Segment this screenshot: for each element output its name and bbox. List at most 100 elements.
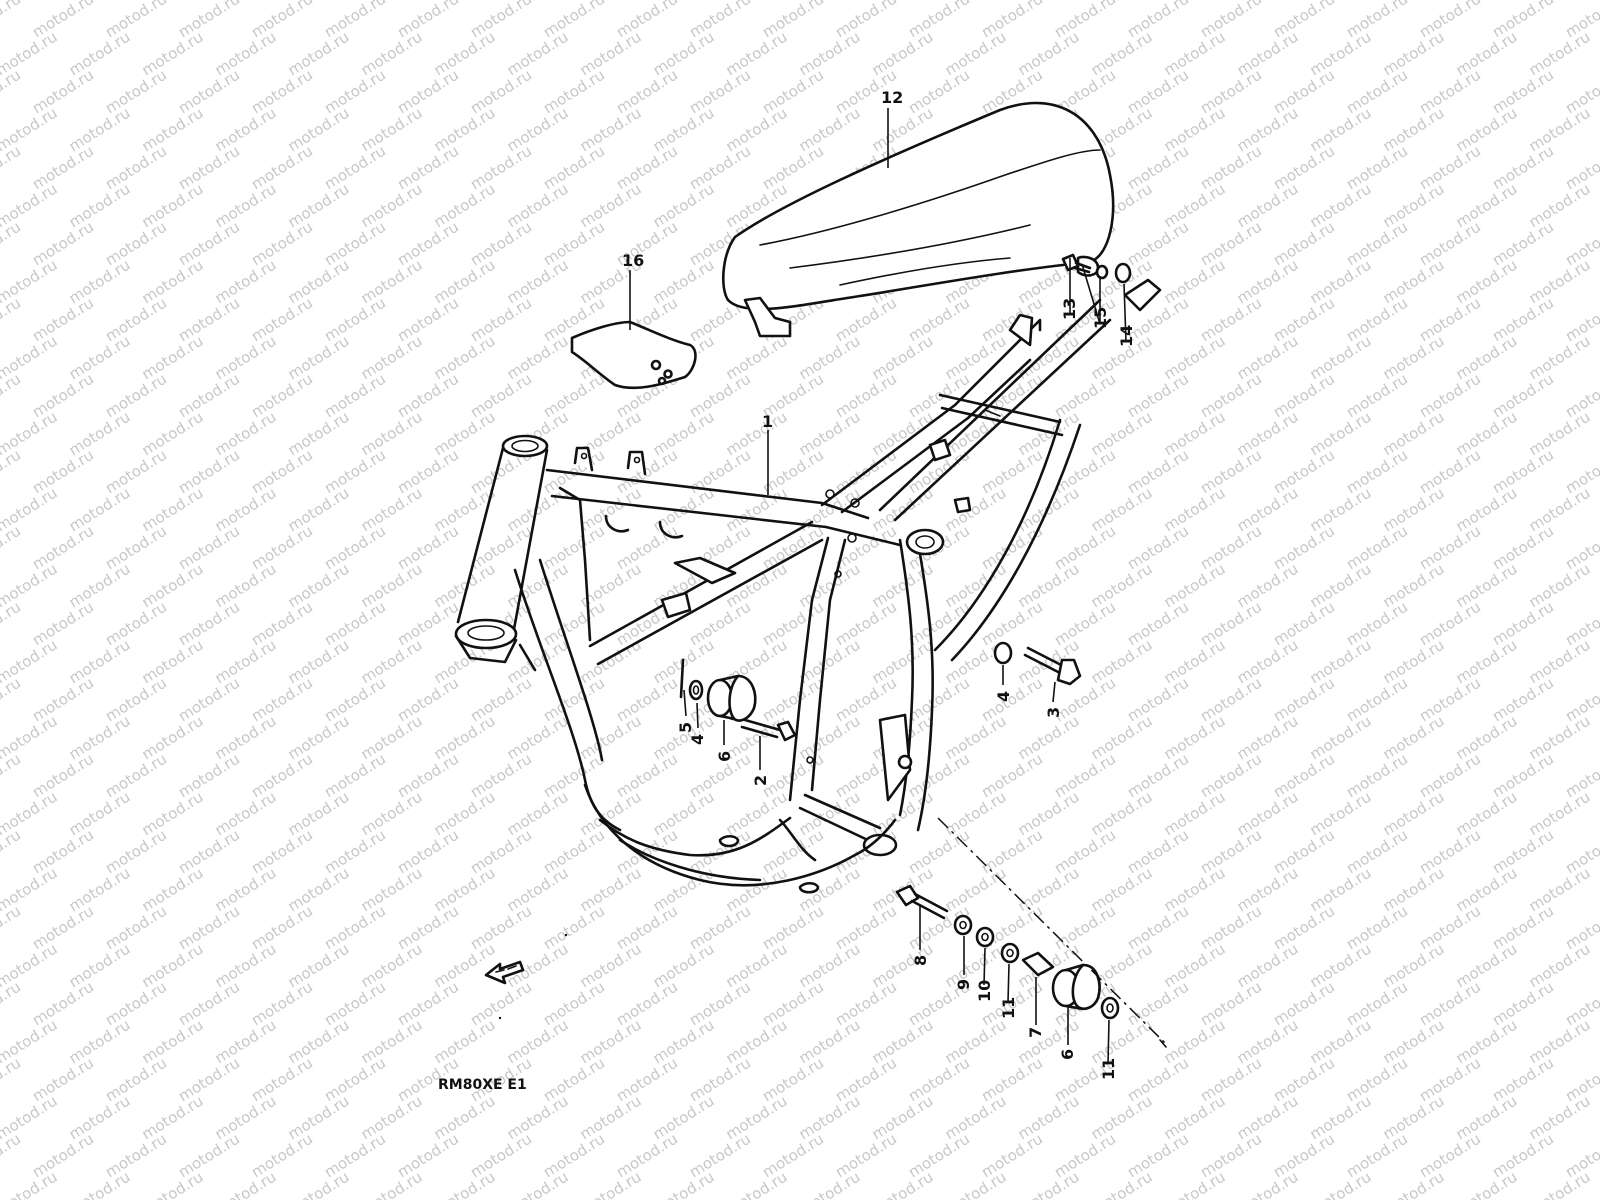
watermark-text: motod.ru [613, 674, 681, 726]
watermark-text: motod.ru [1343, 294, 1411, 346]
watermark-text: motod.ru [1307, 180, 1375, 232]
watermark-text: motod.ru [540, 522, 608, 574]
callout-2: 2 [751, 775, 770, 786]
watermark-text: motod.ru [1270, 750, 1338, 802]
watermark-text: motod.ru [1307, 864, 1375, 916]
watermark-text: motod.ru [1234, 712, 1302, 764]
watermark-text: motod.ru [467, 750, 535, 802]
watermark-text: motod.ru [139, 940, 207, 992]
watermark-text: motod.ru [905, 750, 973, 802]
watermark-text: motod.ru [102, 674, 170, 726]
watermark-text: motod.ru [212, 484, 280, 536]
watermark-text: motod.ru [0, 750, 24, 802]
watermark-text: motod.ru [66, 864, 134, 916]
watermark-text: motod.ru [905, 826, 973, 878]
watermark-text: motod.ru [0, 978, 24, 1030]
watermark-text: motod.ru [942, 1168, 1010, 1200]
watermark-text: motod.ru [978, 1130, 1046, 1182]
watermark-text: motod.ru [686, 598, 754, 650]
watermark-text: motod.ru [650, 28, 718, 80]
watermark-text: motod.ru [467, 902, 535, 954]
watermark-text: motod.ru [686, 1054, 754, 1106]
watermark-text: motod.ru [942, 712, 1010, 764]
watermark-text: motod.ru [1234, 1092, 1302, 1144]
watermark-text: motod.ru [431, 408, 499, 460]
watermark-text: motod.ru [869, 1168, 937, 1200]
watermark-text: motod.ru [1489, 674, 1557, 726]
watermark-text: motod.ru [248, 750, 316, 802]
watermark-text: motod.ru [650, 1092, 718, 1144]
watermark-text: motod.ru [723, 788, 791, 840]
watermark-text: motod.ru [978, 598, 1046, 650]
watermark-text: motod.ru [1453, 104, 1521, 156]
callout-6-front: 6 [715, 751, 734, 762]
watermark-text: motod.ru [321, 294, 389, 346]
watermark-text: motod.ru [1015, 1092, 1083, 1144]
watermark-text: motod.ru [577, 1092, 645, 1144]
watermark-text: motod.ru [139, 788, 207, 840]
watermark-text: motod.ru [139, 1168, 207, 1200]
watermark-text: motod.ru [0, 598, 24, 650]
watermark-text: motod.ru [1197, 826, 1265, 878]
watermark-text: motod.ru [504, 484, 572, 536]
watermark-text: motod.ru [467, 218, 535, 270]
watermark-text: motod.ru [175, 294, 243, 346]
watermark-text: motod.ru [1453, 712, 1521, 764]
watermark-text: motod.ru [1161, 180, 1229, 232]
watermark-text: motod.ru [723, 1168, 791, 1200]
watermark-text: motod.ru [467, 66, 535, 118]
watermark-text: motod.ru [650, 180, 718, 232]
watermark-text: motod.ru [1380, 1092, 1448, 1144]
watermark-text: motod.ru [1124, 522, 1192, 574]
watermark-text: motod.ru [1380, 1016, 1448, 1068]
watermark-text: motod.ru [175, 826, 243, 878]
callout-1: 1 [762, 412, 773, 431]
watermark-text: motod.ru [1124, 674, 1192, 726]
watermark-text: motod.ru [1161, 332, 1229, 384]
watermark-text: motod.ru [0, 826, 24, 878]
watermark-text: motod.ru [248, 522, 316, 574]
watermark-text: motod.ru [0, 446, 24, 498]
watermark-text: motod.ru [1453, 332, 1521, 384]
watermark-text: motod.ru [1051, 446, 1119, 498]
watermark-text: motod.ru [29, 826, 97, 878]
watermark-text: motod.ru [504, 788, 572, 840]
watermark-text: motod.ru [613, 1054, 681, 1106]
watermark-text: motod.ru [29, 1054, 97, 1106]
watermark-text: motod.ru [285, 788, 353, 840]
watermark-text: motod.ru [102, 750, 170, 802]
watermark-text: motod.ru [1124, 1054, 1192, 1106]
watermark-text: motod.ru [358, 484, 426, 536]
watermark-text: motod.ru [978, 826, 1046, 878]
watermark-text: motod.ru [869, 1016, 937, 1068]
watermark-text: motod.ru [0, 674, 24, 726]
watermark-text: motod.ru [1343, 902, 1411, 954]
watermark-text: motod.ru [175, 142, 243, 194]
watermark-text: motod.ru [1051, 750, 1119, 802]
watermark-text: motod.ru [1489, 142, 1557, 194]
watermark-text: motod.ru [1197, 978, 1265, 1030]
watermark-text: motod.ru [1088, 636, 1156, 688]
watermark-text: motod.ru [285, 864, 353, 916]
watermark-text: motod.ru [285, 180, 353, 232]
watermark-text: motod.ru [504, 864, 572, 916]
watermark-text: motod.ru [102, 902, 170, 954]
watermark-text: motod.ru [285, 408, 353, 460]
watermark-text: motod.ru [796, 940, 864, 992]
watermark-text: motod.ru [1270, 674, 1338, 726]
watermark-text: motod.ru [905, 674, 973, 726]
watermark-text: motod.ru [504, 256, 572, 308]
watermark-text: motod.ru [175, 674, 243, 726]
watermark-text: motod.ru [1343, 978, 1411, 1030]
watermark-text: motod.ru [577, 104, 645, 156]
watermark-text: motod.ru [321, 674, 389, 726]
watermark-text: motod.ru [1307, 408, 1375, 460]
watermark-text: motod.ru [1161, 712, 1229, 764]
watermark-text: motod.ru [29, 142, 97, 194]
watermark-text: motod.ru [139, 104, 207, 156]
watermark-text: motod.ru [29, 750, 97, 802]
watermark-text: motod.ru [431, 712, 499, 764]
watermark-text: motod.ru [66, 940, 134, 992]
watermark-text: motod.ru [650, 256, 718, 308]
watermark-text: motod.ru [1015, 712, 1083, 764]
